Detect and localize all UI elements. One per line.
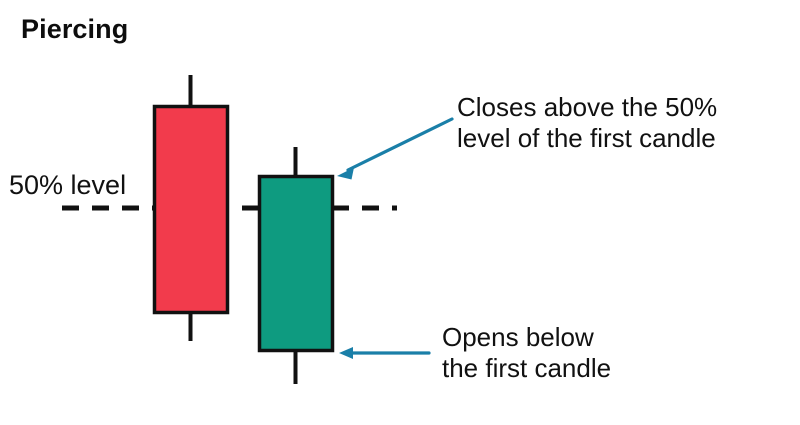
opens-below-annotation-line1: Opens below <box>442 322 594 352</box>
closes-above-annotation-line1: Closes above the 50% <box>457 92 718 122</box>
opens-below-annotation-line2: the first candle <box>442 353 612 383</box>
closes-above-arrow <box>337 117 454 180</box>
second-candle-body <box>257 174 335 353</box>
opens-below-arrow <box>339 347 431 359</box>
closes-above-arrowhead <box>337 167 354 180</box>
opens-below-arrowhead <box>339 347 353 359</box>
first-candle <box>152 75 230 341</box>
first-candle-body <box>152 104 230 315</box>
closes-above-annotation-line2: level of the first candle <box>457 123 716 153</box>
page-title: Piercing <box>21 14 129 44</box>
opens-below-annotation: Opens below the first candle <box>442 322 611 384</box>
closes-above-annotation: Closes above the 50% level of the first … <box>457 92 717 154</box>
second-candle <box>257 147 335 384</box>
fifty-percent-level-label: 50% level <box>9 170 127 200</box>
